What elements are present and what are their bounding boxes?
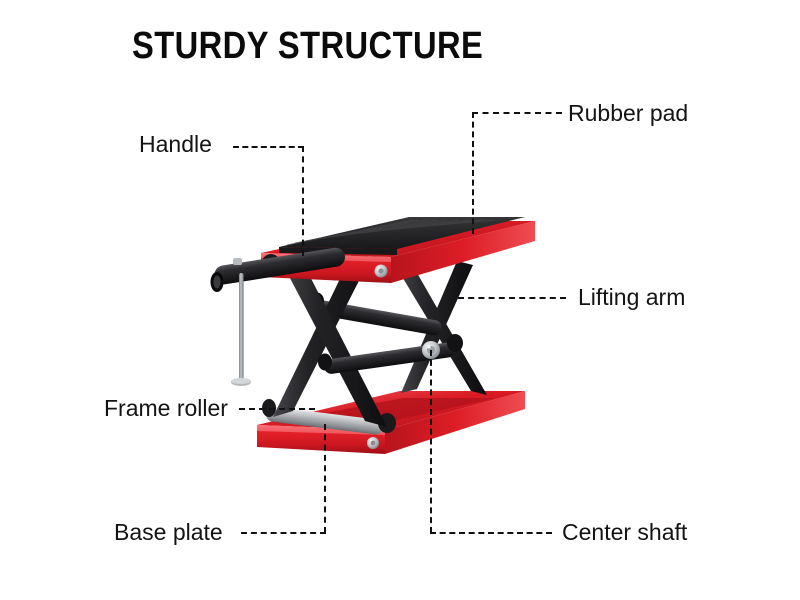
callout-label-frame-roller: Frame roller <box>104 395 228 421</box>
leader-line-base-plate-vertical <box>324 424 326 533</box>
callout-label-center-shaft: Center shaft <box>562 519 688 545</box>
callout-label-lifting-arm: Lifting arm <box>578 284 686 310</box>
handle-group <box>210 247 345 386</box>
lifting-arm-group <box>273 252 487 427</box>
leader-line-center-shaft-horizontal <box>430 532 552 534</box>
callout-label-base-plate: Base plate <box>114 519 223 545</box>
callout-label-rubber-pad: Rubber pad <box>568 100 689 126</box>
leader-line-rubber-pad-vertical <box>472 112 474 234</box>
leader-line-rubber-pad-horizontal <box>472 112 562 114</box>
leader-line-handle-vertical <box>302 146 304 256</box>
leader-line-handle-horizontal <box>233 146 304 148</box>
leader-line-frame-roller-horizontal <box>239 408 315 410</box>
callout-label-handle: Handle <box>139 131 212 157</box>
leader-line-base-plate-horizontal <box>241 532 326 534</box>
page-title: STURDY STRUCTURE <box>132 25 484 67</box>
product-illustration <box>195 195 545 485</box>
leader-line-center-shaft-vertical <box>430 350 432 533</box>
leader-line-lifting-arm-horizontal <box>458 297 566 299</box>
